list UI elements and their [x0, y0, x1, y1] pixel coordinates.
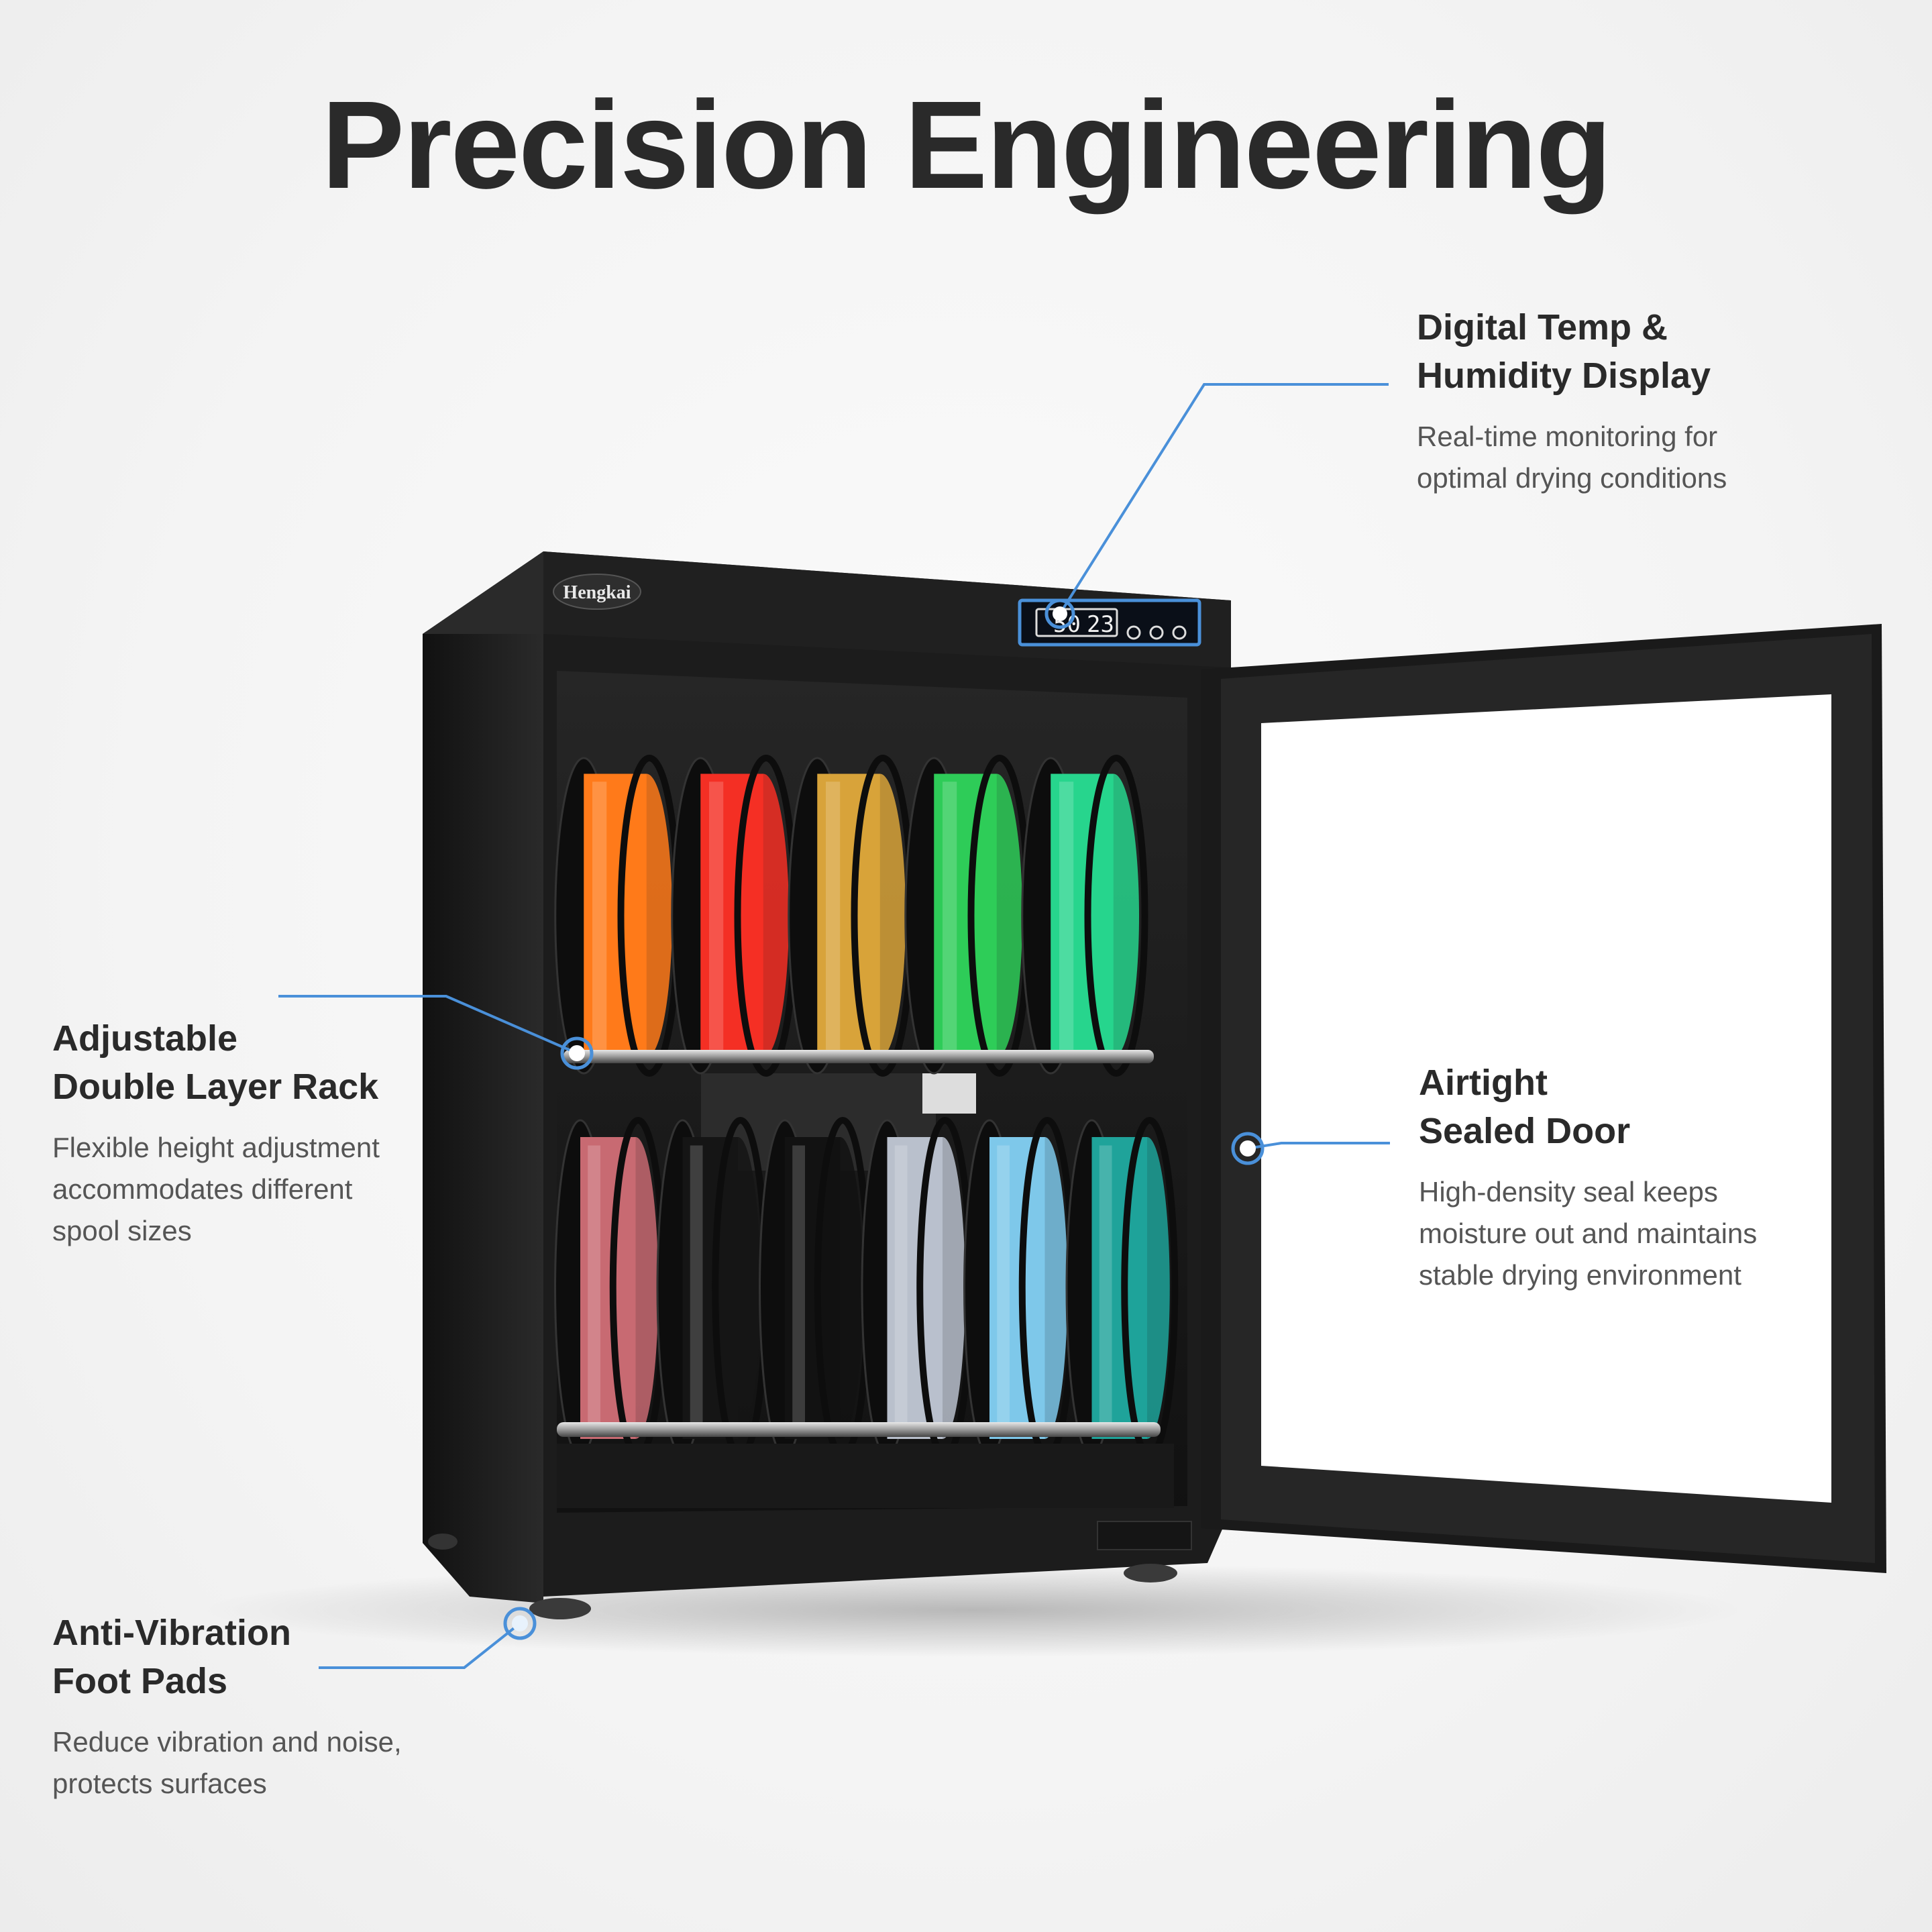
mode-button-icon — [1149, 625, 1164, 640]
callout-door-heading: Airtight Sealed Door — [1419, 1063, 1631, 1151]
callout-display-heading: Digital Temp & Humidity Display — [1417, 307, 1711, 396]
bottom-shelf-spools — [554, 1117, 1179, 1459]
power-button-icon — [1126, 625, 1141, 640]
temperature-readout: 23 — [1087, 611, 1114, 638]
callout-feet-body: Reduce vibration and noise, protects sur… — [52, 1726, 402, 1799]
leader-line-rack — [278, 995, 578, 1055]
filament-spool — [788, 755, 915, 1077]
marker-feet-icon — [503, 1607, 537, 1640]
foot-pad-front-right — [1124, 1564, 1177, 1582]
brand-name: Hengkai — [563, 582, 631, 603]
door-hinge — [1097, 1521, 1192, 1550]
cabinet-base-inner — [557, 1444, 1174, 1508]
leader-line-door — [1247, 1142, 1390, 1150]
brand-logo: Hengkai — [553, 574, 641, 610]
cabinet-side — [423, 551, 543, 1603]
lower-rack-rod — [557, 1422, 1161, 1437]
callout-rack: Adjustable Double Layer Rack Flexible he… — [52, 1014, 380, 1252]
callout-rack-body: Flexible height adjustment accommodates … — [52, 1132, 380, 1246]
leader-line-feet — [319, 1622, 521, 1669]
foot-pad-front-left — [529, 1598, 591, 1619]
filament-spool — [554, 755, 682, 1077]
marker-display-icon — [1044, 598, 1075, 629]
filament-spool — [759, 1117, 871, 1459]
callout-door: Airtight Sealed Door High-density seal k… — [1419, 1059, 1757, 1296]
page-title: Precision Engineering — [321, 76, 1612, 215]
leader-line-display — [1059, 383, 1389, 615]
filament-spool — [1065, 1117, 1179, 1459]
spec-label — [922, 1073, 976, 1114]
filament-spool — [861, 1117, 974, 1459]
filament-spool — [671, 755, 798, 1077]
top-shelf-spools — [554, 755, 1148, 1077]
callout-rack-heading: Adjustable Double Layer Rack — [52, 1018, 379, 1107]
filament-spool — [554, 1117, 667, 1459]
callout-display: Digital Temp & Humidity Display Real-tim… — [1417, 303, 1727, 499]
callout-display-body: Real-time monitoring for optimal drying … — [1417, 421, 1727, 494]
filament-spool — [656, 1117, 769, 1459]
floor-shadow — [201, 1563, 1744, 1657]
foot-pad-back — [428, 1534, 458, 1550]
marker-rack-icon — [560, 1036, 594, 1070]
callout-feet-heading: Anti-Vibration Foot Pads — [52, 1613, 291, 1701]
filament-spool — [1021, 755, 1148, 1077]
set-button-icon — [1172, 625, 1187, 640]
filament-spool — [904, 755, 1032, 1077]
callout-leader-lines — [278, 383, 1390, 1669]
glass-door-pane — [1261, 694, 1831, 1503]
callout-door-body: High-density seal keeps moisture out and… — [1419, 1176, 1758, 1291]
upper-rack-rod — [564, 1050, 1154, 1063]
filament-spool — [963, 1117, 1076, 1459]
callout-markers — [503, 598, 1265, 1640]
marker-door-icon — [1231, 1132, 1265, 1165]
callout-feet: Anti-Vibration Foot Pads Reduce vibratio… — [52, 1609, 402, 1805]
